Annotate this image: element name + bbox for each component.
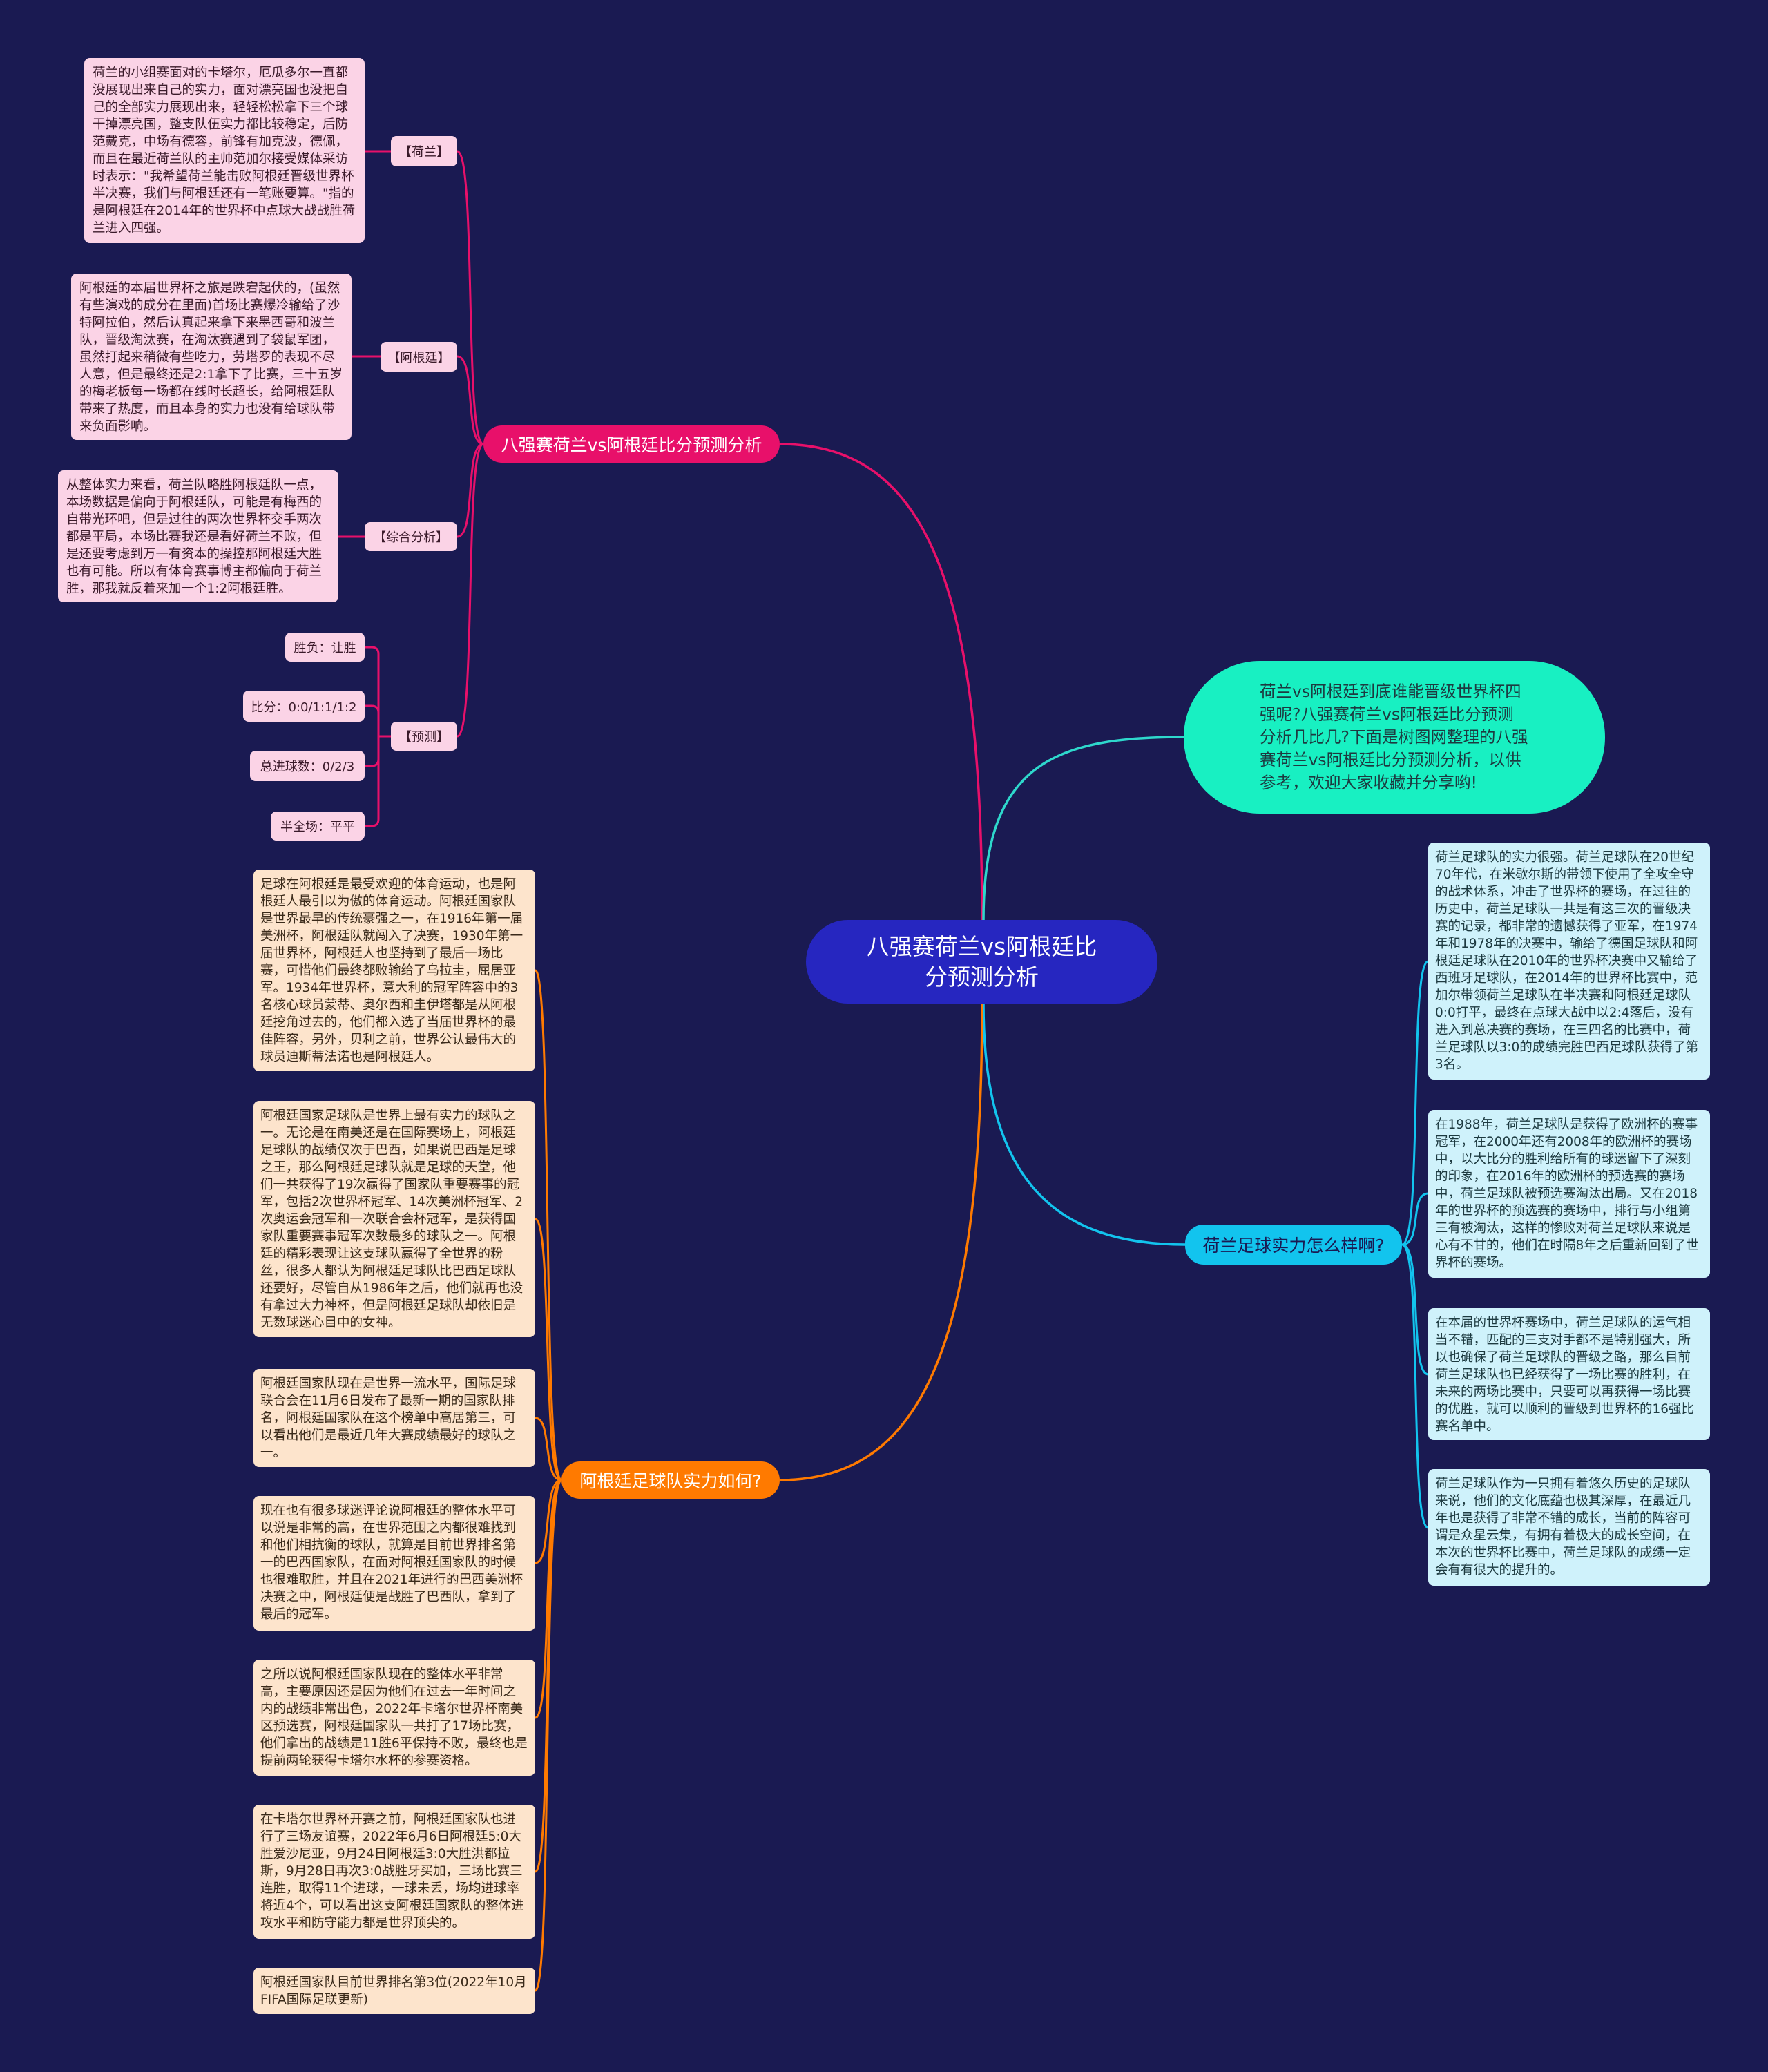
netherlands-item: 在本届的世界杯赛场中，荷兰足球队的运气相当不错，匹配的三支对手都不是特别强大，所… — [1428, 1308, 1710, 1440]
prediction-total-goals: 总进球数：0/2/3 — [250, 751, 365, 781]
label-overall-analysis[interactable]: 【综合分析】 — [365, 522, 457, 551]
branch-analysis[interactable]: 八强赛荷兰vs阿根廷比分预测分析 — [483, 425, 780, 463]
argentina-item: 阿根廷国家队现在是世界一流水平，国际足球联合会在11月6日发布了最新一期的国家队… — [253, 1369, 535, 1467]
prediction-win-loss: 胜负：让胜 — [285, 633, 365, 662]
branch-netherlands-strength[interactable]: 荷兰足球实力怎么样啊? — [1185, 1225, 1402, 1265]
branch-netherlands-label: 荷兰足球实力怎么样啊? — [1202, 1236, 1385, 1256]
argentina-analysis-text: 阿根廷的本届世界杯之旅是跌宕起伏的，(虽然有些演戏的成分在里面)首场比赛爆冷输给… — [71, 274, 352, 440]
netherlands-item: 荷兰足球队的实力很强。荷兰足球队在20世纪70年代，在米歇尔斯的带领下使用了全攻… — [1428, 843, 1710, 1080]
connector-line — [365, 735, 391, 827]
connector-line — [535, 1218, 562, 1481]
argentina-item: 阿根廷国家足球队是世界上最有实力的球队之一。无论是在南美还是在国际赛场上，阿根廷… — [253, 1101, 535, 1337]
connector-line — [457, 443, 484, 738]
connector-line — [457, 150, 484, 445]
netherlands-analysis-text: 荷兰的小组赛面对的卡塔尔，厄瓜多尔一直都没展现出来自己的实力，面对漂亮国也没把自… — [84, 58, 365, 243]
connector-line — [534, 969, 563, 1481]
prediction-half-full: 半全场：平平 — [271, 812, 365, 841]
overall-analysis-text: 从整体实力来看，荷兰队略胜阿根廷队一点，本场数据是偏向于阿根廷队，可能是有梅西的… — [58, 470, 338, 602]
label-prediction[interactable]: 【预测】 — [391, 722, 457, 751]
prediction-score: 比分：0:0/1:1/1:2 — [243, 691, 365, 722]
branch-argentina-label: 阿根廷足球队实力如何? — [579, 1471, 762, 1491]
label-argentina[interactable]: 【阿根廷】 — [381, 342, 457, 372]
branch-analysis-label: 八强赛荷兰vs阿根廷比分预测分析 — [501, 435, 762, 455]
argentina-item: 之所以说阿根廷国家队现在的整体水平非常高，主要原因还是因为他们在过去一年时间之内… — [253, 1660, 535, 1776]
connector-line — [982, 1003, 1186, 1246]
root-node[interactable]: 八强赛荷兰vs阿根廷比分预测分析 — [806, 920, 1157, 1004]
intro-node[interactable]: 荷兰vs阿根廷到底谁能晋级世界杯四强呢?八强赛荷兰vs阿根廷比分预测分析几比几?… — [1184, 661, 1605, 814]
connector-line — [535, 1417, 562, 1481]
argentina-item: 阿根廷国家队目前世界排名第3位(2022年10月FIFA国际足联更新) — [253, 1968, 535, 2014]
root-title: 八强赛荷兰vs阿根廷比分预测分析 — [866, 932, 1097, 990]
connector-line — [534, 1479, 563, 1992]
connector-line — [982, 736, 1184, 921]
intro-text: 荷兰vs阿根廷到底谁能晋级世界杯四强呢?八强赛荷兰vs阿根廷比分预测分析几比几?… — [1260, 682, 1528, 792]
branch-argentina-strength[interactable]: 阿根廷足球队实力如何? — [561, 1461, 780, 1499]
connector-line — [365, 646, 391, 738]
argentina-item: 在卡塔尔世界杯开赛之前，阿根廷国家队也进行了三场友谊赛，2022年6月6日阿根廷… — [253, 1805, 535, 1939]
connector-line — [1401, 960, 1429, 1246]
argentina-item: 现在也有很多球迷评论说阿根廷的整体水平可以说是非常的高，在世界范围之内都很难找到… — [253, 1496, 535, 1631]
connector-line — [1401, 1243, 1429, 1529]
netherlands-item: 在1988年，荷兰足球队是获得了欧洲杯的赛事冠军，在2000年还有2008年的欧… — [1428, 1110, 1710, 1278]
connector-line — [457, 443, 484, 538]
netherlands-item: 荷兰足球队作为一只拥有着悠久历史的足球队来说，他们的文化底蕴也极其深厚，在最近几… — [1428, 1469, 1710, 1586]
connector-line — [535, 1479, 562, 1564]
connector-line — [779, 1003, 983, 1481]
connector-line — [457, 355, 484, 445]
label-netherlands[interactable]: 【荷兰】 — [391, 136, 457, 166]
argentina-item: 足球在阿根廷是最受欢迎的体育运动，也是阿根廷人最引以为傲的体育运动。阿根廷国家队… — [253, 870, 535, 1071]
connector-line — [1401, 1192, 1429, 1246]
connector-line — [1401, 1243, 1429, 1376]
connector-line — [535, 1479, 562, 1719]
connector-line — [779, 443, 983, 921]
connector-line — [365, 704, 391, 738]
